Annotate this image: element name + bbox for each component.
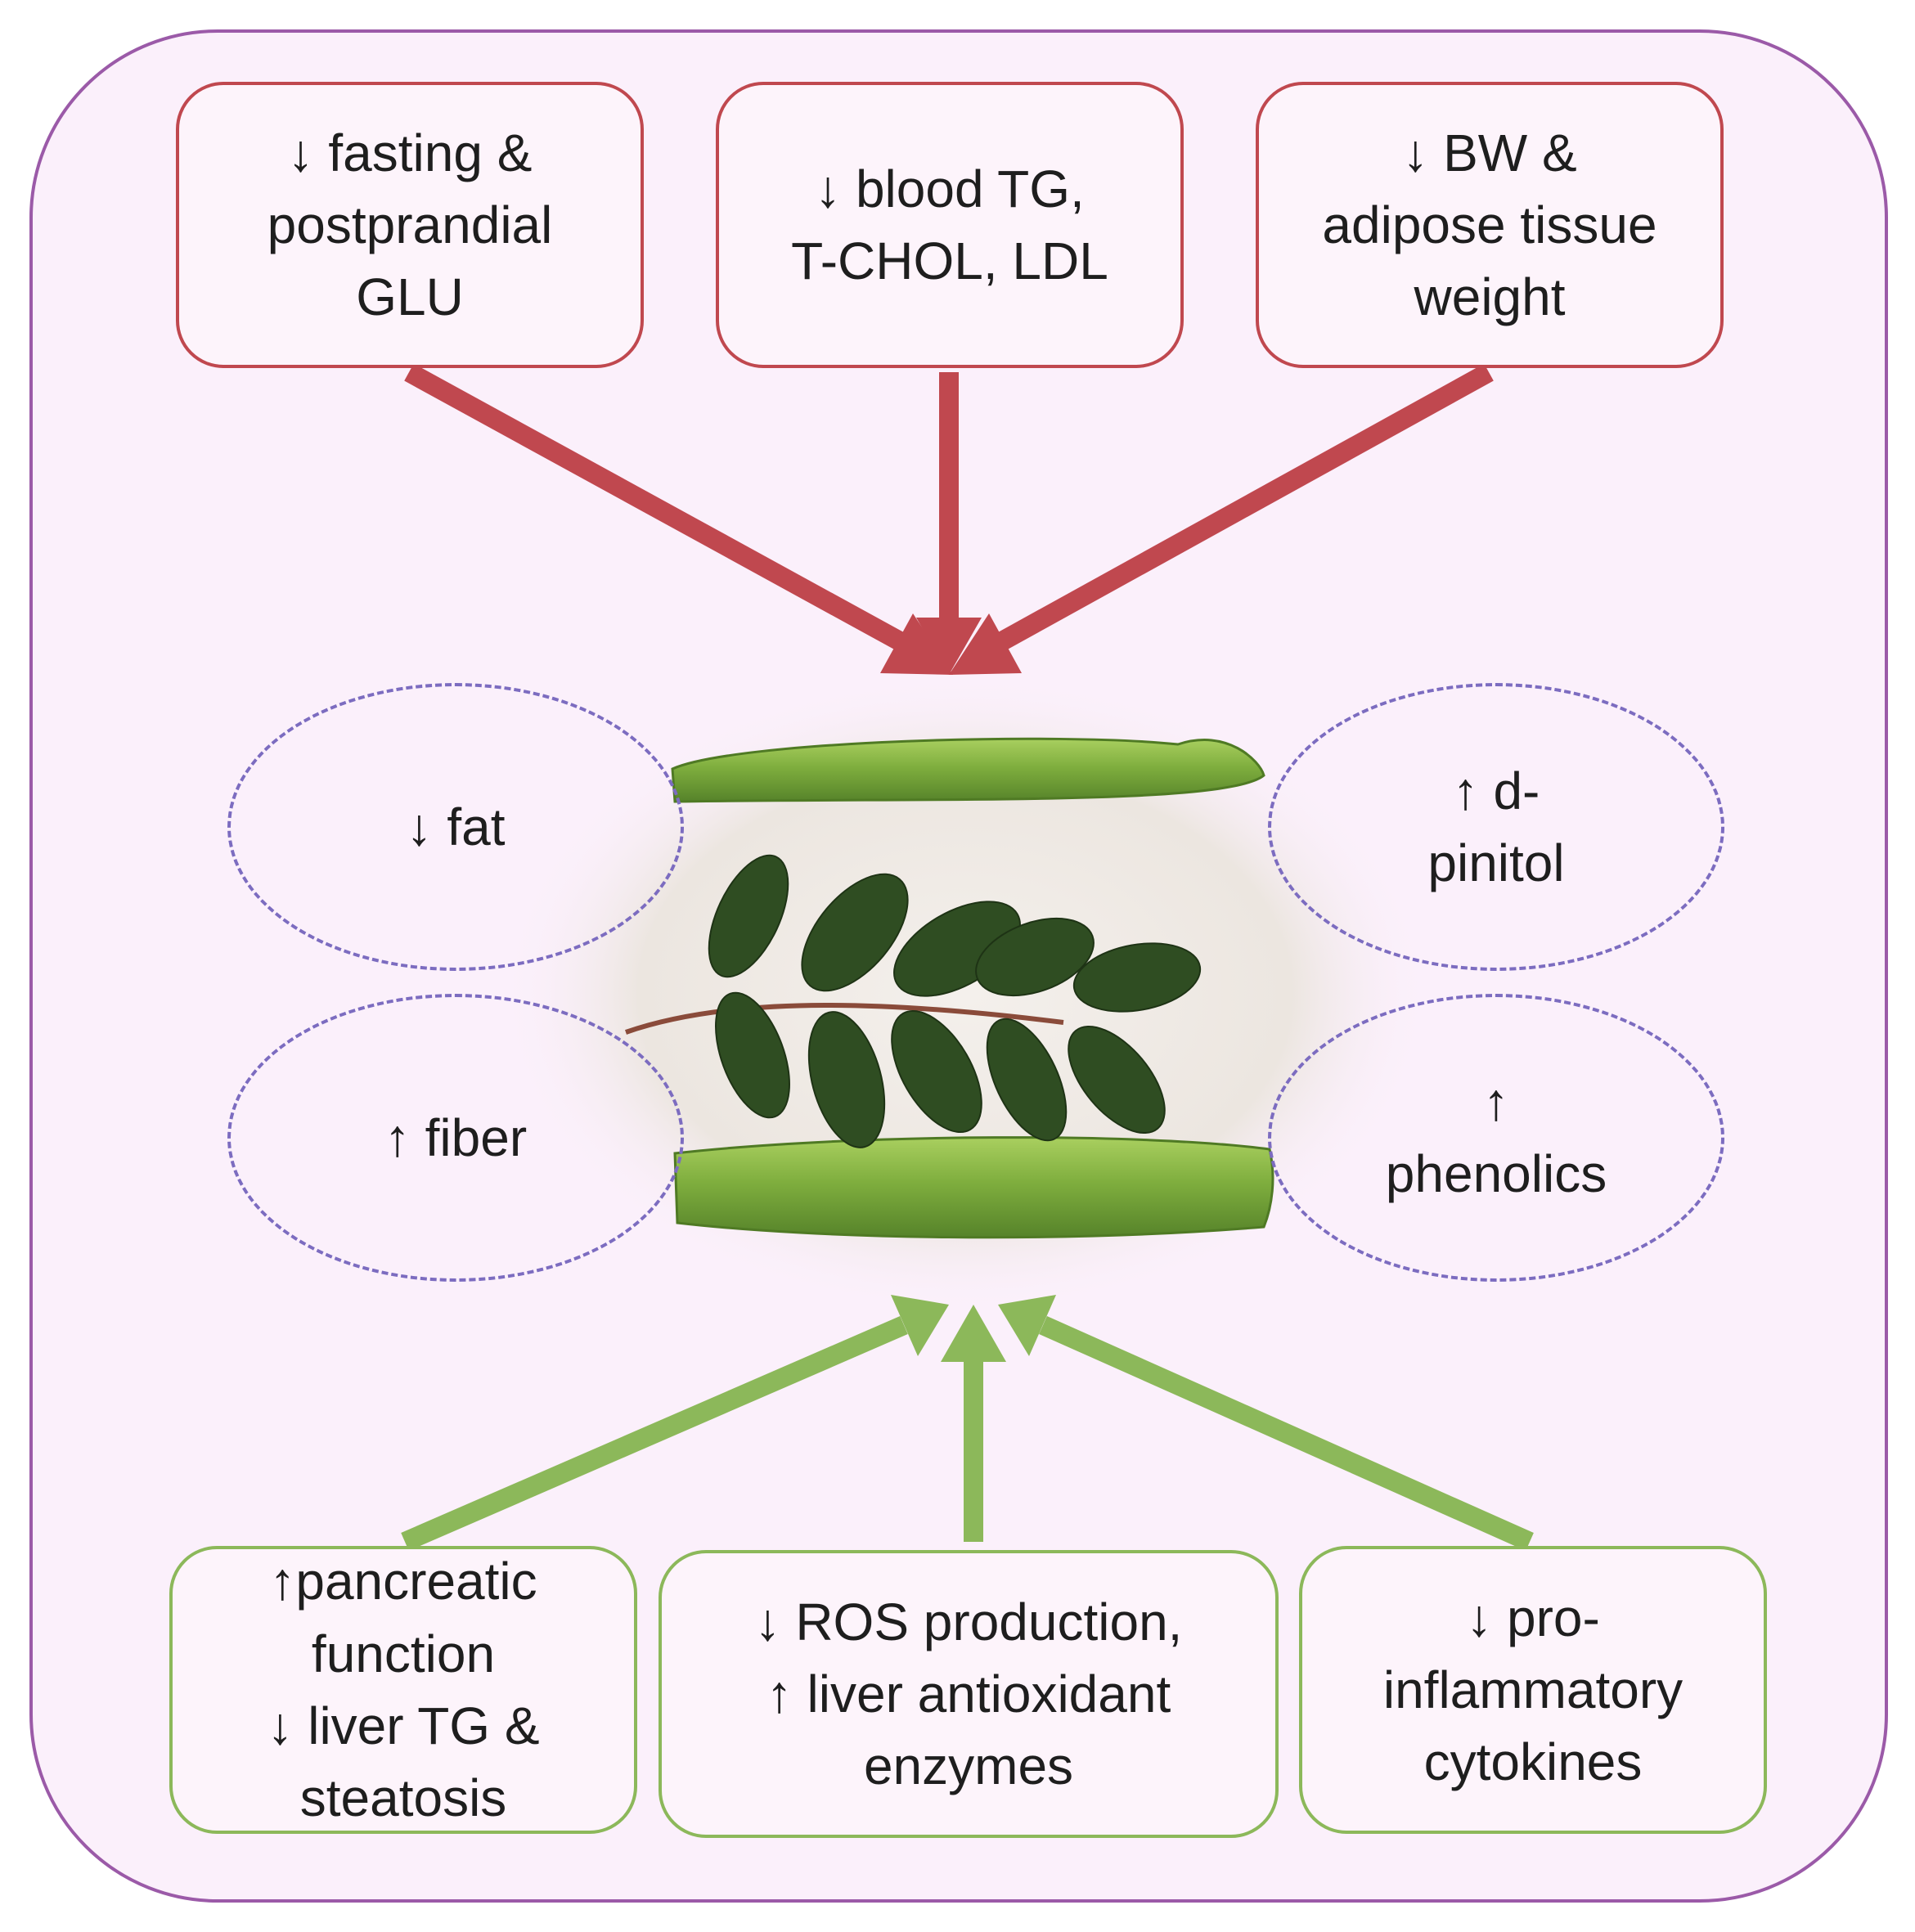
composition-oval-fiber: ↑ fiber — [227, 994, 684, 1282]
green-arrowhead-right — [998, 1295, 1056, 1356]
box-line: function — [311, 1624, 496, 1683]
leaflet — [1072, 942, 1202, 1013]
composition-oval-fat: ↓ fat — [227, 683, 684, 971]
oval-line: ↑ d- — [1452, 761, 1540, 820]
box-line: enzymes — [863, 1737, 1074, 1796]
leaflet — [986, 1018, 1068, 1142]
red-arrowhead-right — [949, 613, 1022, 675]
oval-line: ↓ fat — [406, 797, 506, 856]
effect-box-inflammation: ↓ pro- inflammatory cytokines — [1299, 1546, 1767, 1834]
oval-line: ↑ fiber — [384, 1108, 528, 1167]
box-line: ↑ liver antioxidant — [766, 1664, 1171, 1723]
upper-pod — [671, 737, 1265, 803]
box-line: cytokines — [1423, 1732, 1643, 1792]
oval-line: pinitol — [1427, 833, 1565, 892]
red-arrow-left — [404, 363, 921, 659]
box-line: ↓ ROS production, — [754, 1592, 1183, 1651]
box-line: weight — [1414, 267, 1566, 327]
green-arrowhead-left — [891, 1295, 949, 1356]
box-line: ↓ blood TG, — [815, 159, 1085, 218]
green-arrow-right — [1039, 1316, 1534, 1551]
oval-line: ↑ — [1483, 1072, 1509, 1131]
box-line: ↑pancreatic — [269, 1552, 537, 1611]
box-line: T-CHOL, LDL — [791, 231, 1108, 290]
carob-pods-and-leaves-icon — [499, 675, 1432, 1313]
leaflet — [801, 873, 909, 992]
box-line: ↓ fasting & — [287, 123, 533, 182]
leaflet — [975, 917, 1095, 997]
box-line: steatosis — [299, 1768, 507, 1828]
box-line: ↓ pro- — [1466, 1588, 1600, 1647]
box-line: GLU — [356, 267, 464, 327]
composition-oval-phenolics: ↑ phenolics — [1268, 994, 1724, 1282]
lower-pod — [673, 1136, 1274, 1239]
box-line: inflammatory — [1382, 1660, 1683, 1719]
box-line: adipose tissue — [1322, 195, 1657, 254]
leaflet — [1068, 1025, 1166, 1134]
red-arrowhead-left — [880, 613, 953, 675]
leaf-stem — [625, 1003, 1064, 1035]
box-line: ↓ liver TG & — [267, 1696, 540, 1755]
red-arrow-right — [981, 363, 1494, 659]
effect-box-body-weight: ↓ BW & adipose tissue weight — [1256, 82, 1724, 368]
leaflet — [715, 991, 790, 1119]
oval-line: phenolics — [1385, 1144, 1607, 1203]
leaflet — [893, 901, 1021, 997]
effect-box-glucose: ↓ fasting & postprandial GLU — [176, 82, 644, 368]
box-line: postprandial — [267, 195, 553, 254]
leaflet — [807, 1011, 886, 1148]
box-line: ↓ BW & — [1402, 123, 1577, 182]
composition-oval-pinitol: ↑ d- pinitol — [1268, 683, 1724, 971]
leaflet — [891, 1009, 982, 1134]
red-arrowhead-center — [916, 618, 982, 675]
green-arrowhead-center — [941, 1305, 1006, 1362]
leaflet — [708, 854, 789, 978]
effect-box-lipids: ↓ blood TG, T-CHOL, LDL — [716, 82, 1184, 368]
effect-box-pancreas-liver: ↑pancreatic function ↓ liver TG & steato… — [169, 1546, 637, 1834]
green-arrow-left — [401, 1315, 908, 1552]
effect-box-oxidative-stress: ↓ ROS production, ↑ liver antioxidant en… — [659, 1550, 1279, 1838]
